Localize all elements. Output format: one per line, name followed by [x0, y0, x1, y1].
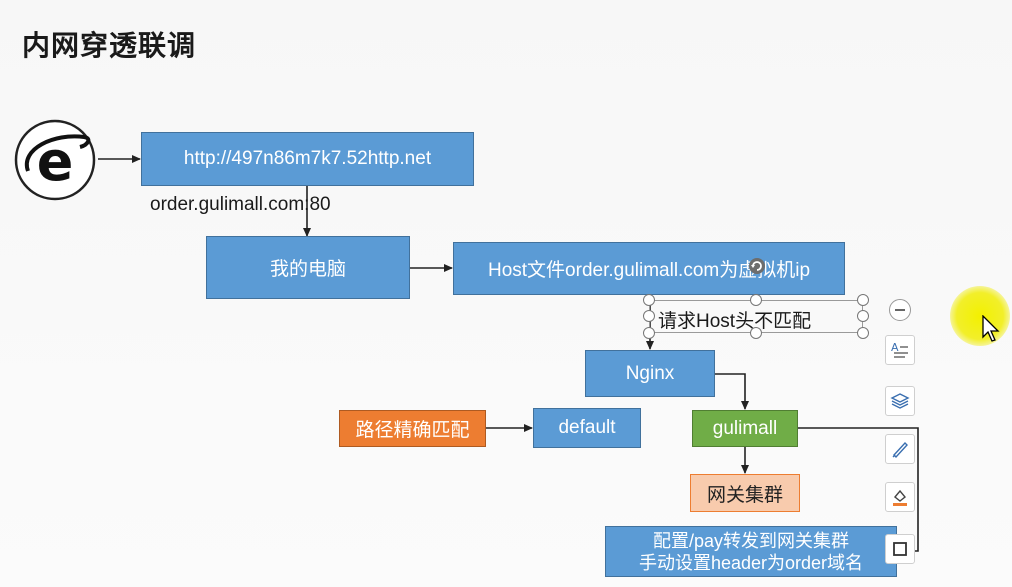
svg-text:A: A: [891, 341, 899, 354]
url-box: http://497n86m7k7.52http.net: [141, 132, 474, 186]
resize-handle[interactable]: [857, 310, 869, 322]
resize-handle[interactable]: [643, 327, 655, 339]
resize-handle[interactable]: [857, 294, 869, 306]
gateway-cluster-box: 网关集群: [690, 474, 800, 512]
page-title: 内网穿透联调: [22, 29, 197, 62]
collapse-minus-icon[interactable]: [889, 299, 911, 321]
host-file-box: Host文件order.gulimall.com为虚拟机ip: [453, 242, 845, 295]
config-line-2: 手动设置header为order域名: [638, 552, 864, 573]
path-match-box: 路径精确匹配: [339, 410, 486, 447]
internet-explorer-icon: e: [14, 119, 96, 201]
default-box: default: [533, 408, 641, 448]
nginx-box: Nginx: [585, 350, 715, 397]
config-line-1: 配置/pay转发到网关集群: [652, 530, 850, 551]
resize-handle[interactable]: [643, 294, 655, 306]
domain-label: order.gulimall.com:80: [150, 194, 331, 215]
border-icon[interactable]: [885, 534, 915, 564]
gulimall-box: gulimall: [692, 410, 798, 447]
text-format-icon[interactable]: A: [885, 335, 915, 365]
resize-handle[interactable]: [857, 327, 869, 339]
layers-icon[interactable]: [885, 386, 915, 416]
pen-icon[interactable]: [885, 434, 915, 464]
rotate-handle-icon[interactable]: [748, 257, 766, 275]
resize-handle[interactable]: [750, 327, 762, 339]
config-box: 配置/pay转发到网关集群 手动设置header为order域名: [605, 526, 897, 577]
host-mismatch-label[interactable]: 请求Host头不匹配: [658, 311, 812, 332]
resize-handle[interactable]: [750, 294, 762, 306]
pointer-highlight: [950, 286, 1010, 346]
my-pc-box: 我的电脑: [206, 236, 410, 299]
arrow-nginx-to-gulimall: [715, 373, 749, 410]
fill-icon[interactable]: [885, 482, 915, 512]
resize-handle[interactable]: [643, 310, 655, 322]
cursor-icon: [982, 315, 1000, 342]
